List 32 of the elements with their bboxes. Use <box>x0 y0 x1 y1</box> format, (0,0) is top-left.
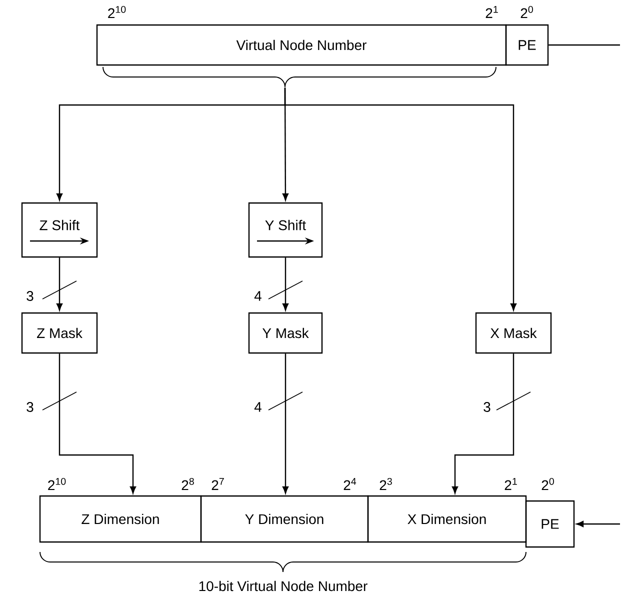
mask-box: Z Mask <box>21 312 98 354</box>
bus-width-label: 3 <box>484 402 490 412</box>
bit-position-label: 2$^{7}$ <box>212 478 224 490</box>
arrow <box>282 354 289 494</box>
register-cell: Y Dimension <box>200 495 369 543</box>
bit-position-label: 2$^{1}$ <box>504 478 517 490</box>
bit-position-label: 2$^{0}$ <box>542 478 554 490</box>
shift-box: Y Shift <box>248 202 323 258</box>
register-cell: Virtual Node Number <box>96 24 507 66</box>
register-cell: Z Dimension <box>39 495 202 543</box>
bus-width-label: 4 <box>254 402 262 412</box>
arrow <box>58 354 136 494</box>
arrow <box>282 258 289 311</box>
register-caption: 10-bit Virtual Node Number <box>199 580 368 592</box>
bit-position-label: 2$^{1}$ <box>486 6 498 18</box>
bit-position-label: 2$^{0}$ <box>520 6 533 18</box>
arrow <box>452 354 514 494</box>
register-cell: X Dimension <box>367 495 527 543</box>
register-cell: PE <box>505 24 549 66</box>
bit-position-label: 2$^{4}$ <box>344 478 356 490</box>
bus-width-label: 3 <box>26 291 34 301</box>
bit-position-label: 2$^{8}$ <box>182 478 194 490</box>
arrow <box>576 520 620 528</box>
mask-box: Y Mask <box>248 312 323 354</box>
bit-position-label: 2$^{3}$ <box>380 478 392 490</box>
arrow <box>56 258 63 311</box>
arrow <box>284 88 517 311</box>
register-cell: PE <box>525 500 575 548</box>
shift-box: Z Shift <box>21 202 98 258</box>
bus-width-label: 4 <box>254 291 262 301</box>
bus-width-label: 3 <box>26 402 34 412</box>
mask-box: X Mask <box>475 312 552 354</box>
